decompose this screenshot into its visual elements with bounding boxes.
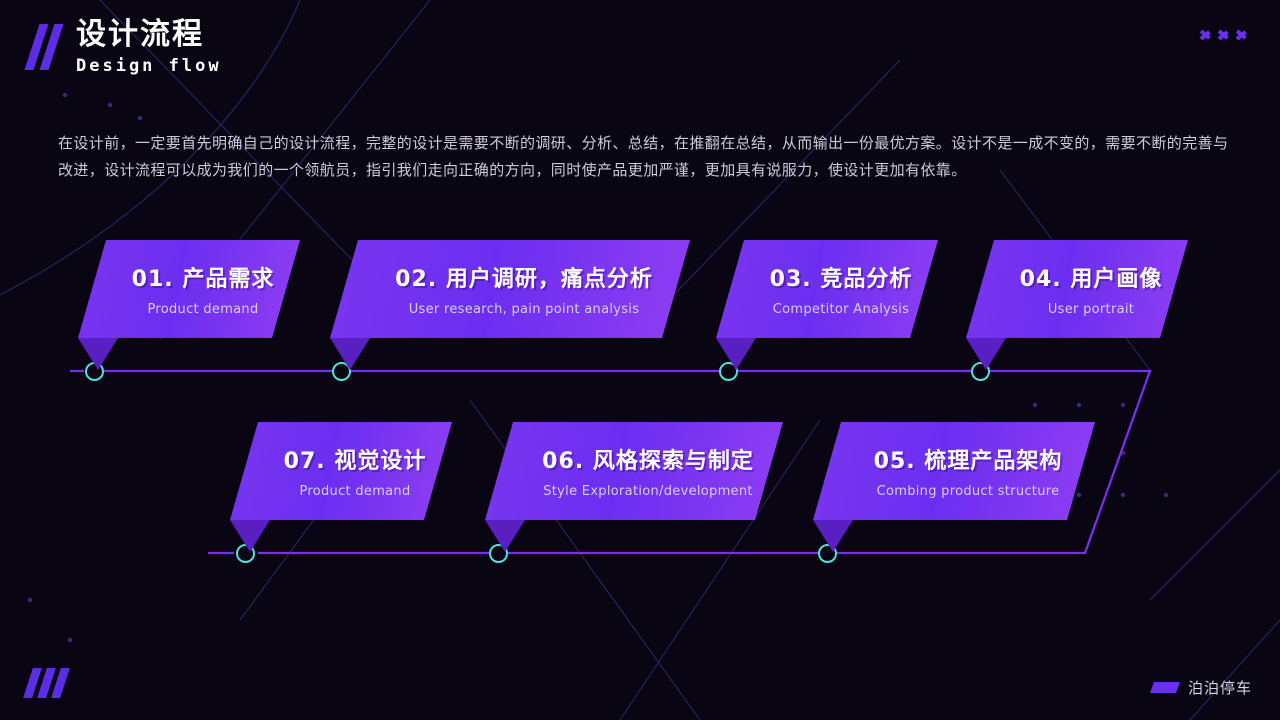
flow-card-tail (813, 520, 853, 552)
flow-card-tail (966, 338, 1006, 370)
brand-name: 泊泊停车 (1187, 679, 1252, 697)
chevron-right-icon (1217, 22, 1232, 48)
decor-line-9 (1189, 619, 1280, 720)
parallelogram-icon (1149, 682, 1180, 693)
page-title: 设计流程 Design flow (76, 18, 222, 77)
flow-card-tail (230, 520, 270, 552)
flow-card-06[interactable]: 06. 风格探索与制定 Style Exploration/developmen… (485, 422, 783, 552)
flow-card-tail (330, 338, 370, 370)
flow-card-04[interactable]: 04. 用户画像 User portrait (966, 240, 1188, 370)
flow-card-01[interactable]: 01. 产品需求 Product demand (78, 240, 300, 370)
page-header: 设计流程 Design flow (24, 18, 222, 77)
flow-card-shape (966, 240, 1188, 338)
triple-slash-icon (23, 668, 76, 698)
flow-card-shape (78, 240, 300, 338)
flow-card-shape (485, 422, 783, 520)
flow-card-07[interactable]: 07. 视觉设计 Product demand (230, 422, 452, 552)
flow-card-tail (485, 520, 525, 552)
flow-card-shape (330, 240, 690, 338)
brand-logo: 泊泊停车 (1149, 677, 1252, 698)
chevron-right-icon (1235, 22, 1250, 48)
flow-card-02[interactable]: 02. 用户调研，痛点分析 User research, pain point … (330, 240, 690, 370)
page-title-cn: 设计流程 (76, 17, 204, 52)
flow-card-shape (813, 422, 1095, 520)
flow-card-03[interactable]: 03. 竞品分析 Competitor Analysis (716, 240, 938, 370)
flow-card-shape (716, 240, 938, 338)
page-title-en: Design flow (76, 56, 222, 76)
triple-chevron-right-icon (1199, 22, 1250, 48)
flow-card-shape (230, 422, 452, 520)
chevron-right-icon (1199, 22, 1214, 48)
flow-card-tail (716, 338, 756, 370)
flow-card-05[interactable]: 05. 梳理产品架构 Combing product structure (813, 422, 1095, 552)
intro-paragraph: 在设计前，一定要首先明确自己的设计流程，完整的设计是需要不断的调研、分析、总结，… (58, 134, 1229, 179)
decor-line-8 (1149, 469, 1280, 601)
flow-card-tail (78, 338, 118, 370)
double-slash-icon (24, 24, 64, 70)
